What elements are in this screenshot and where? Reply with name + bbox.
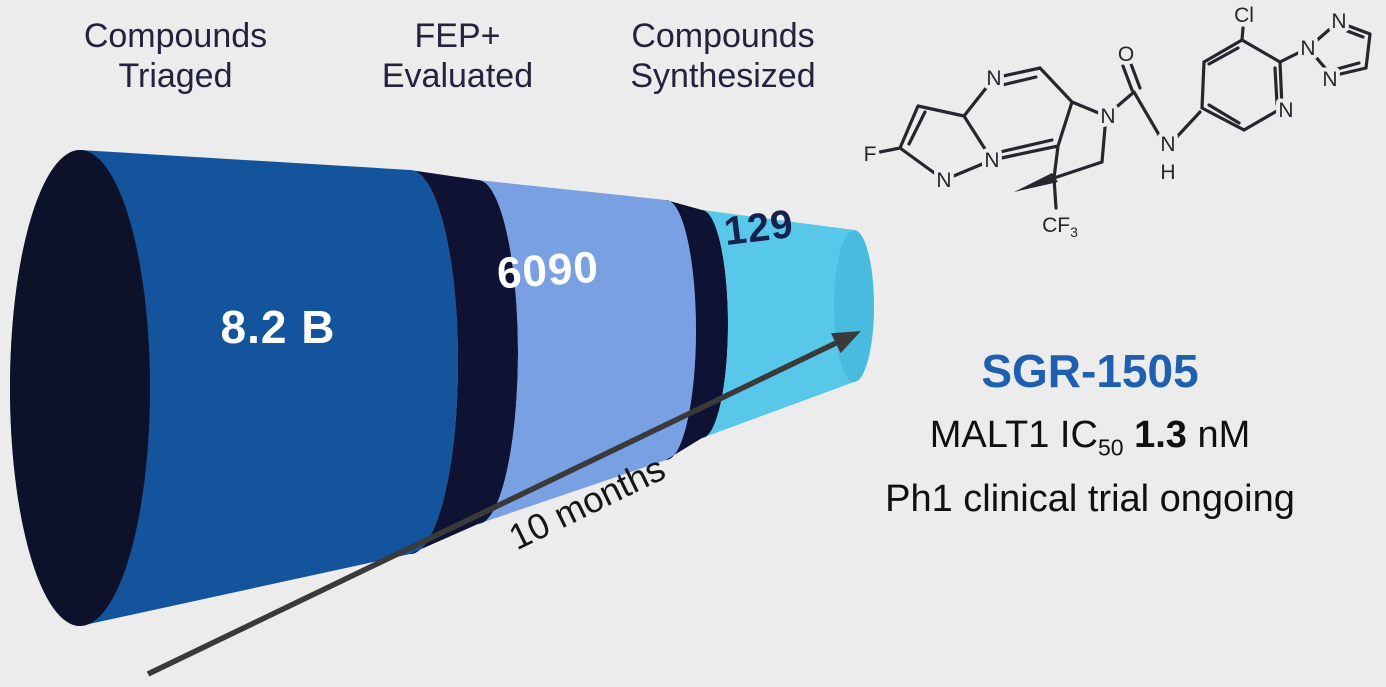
stage-label-compounds-synthesized: Compounds Synthesized <box>630 17 816 96</box>
funnel-mouth-cap <box>10 150 150 626</box>
funnel-diagram <box>10 150 874 677</box>
assay-subscript: 50 <box>1097 434 1124 461</box>
funnel-ring-2 <box>666 200 728 460</box>
atom-label-pyridine-n: N <box>1278 99 1293 122</box>
timeline-arrow-shaft <box>146 340 838 677</box>
stage-label-fep-evaluated: FEP+ Evaluated <box>381 17 534 96</box>
stage-value-triaged: 8.2 B <box>220 301 336 353</box>
atom-label-pyrrolidine-n: N <box>1100 105 1115 128</box>
assay-unit: nM <box>1197 414 1251 456</box>
clinical-status: Ph1 clinical trial ongoing <box>885 477 1295 520</box>
stage-label-compounds-triaged: Compounds Triaged <box>83 17 268 96</box>
atom-label-pyrimidine-n: N <box>986 67 1001 90</box>
atom-label-triazole-n3: N <box>1322 68 1337 91</box>
atom-label-triazole-n1: N <box>1331 10 1346 33</box>
assay-prefix: MALT1 IC <box>929 414 1098 456</box>
atom-label-f-icon: F <box>864 143 877 166</box>
atom-label-pyrazole-n: N <box>936 169 951 192</box>
compound-id: SGR-1505 <box>981 345 1199 397</box>
atom-label-amide-n: N <box>1160 133 1175 156</box>
funnel-ring-1 <box>410 170 518 554</box>
assay-value: 1.3 <box>1134 414 1187 456</box>
funnel-stage-3-body <box>702 210 874 438</box>
assay-result: MALT1 IC50 1.3 nM <box>930 414 1251 462</box>
atom-label-bridgehead-n: N <box>984 149 999 172</box>
atom-label-cf3: CF3 <box>1042 214 1078 240</box>
methyl-wedge-bond <box>1014 173 1058 192</box>
molecule-single-bonds <box>878 20 1372 210</box>
atom-label-triazole-n2: N <box>1300 37 1315 60</box>
atom-label-cl: Cl <box>1234 4 1254 27</box>
molecule-double-bonds <box>907 27 1365 154</box>
timeline-arrow-head <box>831 331 861 354</box>
atom-label-carbonyl-o: O <box>1118 43 1134 66</box>
molecule-structure: F N N N N O N H Cl N N N N CF3 <box>860 2 1372 244</box>
result-panel: SGR-1505 MALT1 IC50 1.3 nM Ph1 clinical … <box>860 344 1320 521</box>
atom-label-amide-h: H <box>1160 161 1175 184</box>
